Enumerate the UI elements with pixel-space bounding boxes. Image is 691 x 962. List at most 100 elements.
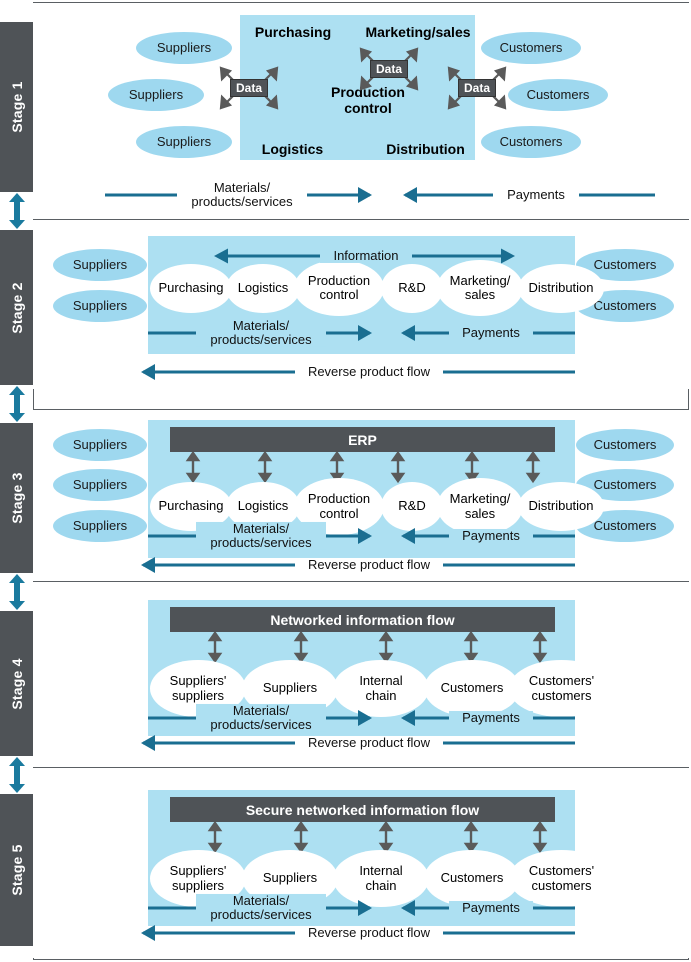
rail-label-stage-2: Stage 2 (8, 281, 25, 334)
stage-2-materials-label: Materials/ products/services (196, 317, 326, 348)
ellipse-label: R&D (398, 498, 426, 514)
stage-4-chain-node-4: Customers (424, 660, 520, 717)
stage-1-supplier-ellipse-3: Suppliers (136, 126, 232, 158)
data-chip-label: Data (458, 79, 496, 97)
stage-2-information-flow: Information (214, 242, 515, 270)
label-line-1: Production (331, 84, 405, 100)
label-line-1: Materials/ (213, 179, 271, 195)
ellipse-label: Customers'customers (528, 863, 595, 893)
rail-label-stage-3: Stage 3 (8, 472, 25, 524)
rail-stage-3: Stage 3 (0, 423, 33, 573)
ellipse-label: Suppliers (72, 517, 128, 533)
stage-5-payments-label: Payments (449, 900, 533, 916)
stage-3-chain-node-5: Marketing/sales (437, 478, 523, 535)
ellipse-label: Distribution (528, 280, 594, 296)
stage-3-vertical-connectors (185, 450, 541, 484)
ellipse-label: Suppliers (72, 476, 128, 492)
arrowhead-left-icon (141, 557, 155, 573)
ellipse-label: Customers (593, 517, 657, 533)
arrowhead-left-icon (401, 325, 415, 341)
ellipse-label: Customers (440, 680, 504, 696)
stage-3-materials-flow: Materials/ products/services (148, 521, 372, 551)
stage-2-payments-flow: Payments (401, 319, 575, 347)
stage-1-supplier-ellipse-1: Suppliers (136, 32, 232, 64)
ellipse-label: Suppliers'suppliers (169, 863, 227, 893)
stage-4-panel: Networked information flow Suppliers'sup… (33, 581, 689, 767)
arrowhead-left-icon (403, 187, 417, 203)
stage-2-reverse-flow: Reverse product flow (141, 358, 575, 386)
label-line-2: products/services (210, 907, 312, 922)
stage-connector-3-4 (0, 573, 33, 611)
stage-3-payments-label: Payments (449, 528, 533, 544)
stage-3-chain-node-6: Distribution (518, 482, 604, 531)
stage-5-materials-flow: Materials/ products/services (148, 892, 372, 923)
arrowhead-left-icon (141, 364, 155, 380)
stage-3-materials-label: Materials/ products/services (196, 521, 326, 551)
double-arrow-vertical-icon (8, 574, 25, 610)
ellipse-label: Purchasing (158, 498, 224, 514)
ellipse-label: Suppliers (262, 870, 318, 886)
ellipse-label: Customers (593, 256, 657, 272)
stage-4-chain-node-1: Suppliers'suppliers (150, 660, 246, 717)
stage-2-reverse-label: Reverse product flow (295, 364, 443, 380)
stage-1-label-production-control: Production control (313, 84, 423, 116)
stage-2-supplier-ellipse-1: Suppliers (53, 249, 147, 281)
arrowhead-right-icon (358, 325, 372, 341)
stage-1-label-logistics: Logistics (261, 141, 324, 157)
stage-1-customer-ellipse-1: Customers (481, 32, 581, 64)
ellipse-label: Suppliers (72, 436, 128, 452)
stage-4-header-bar: Networked information flow (170, 607, 555, 632)
stage-1-panel: Suppliers Suppliers Suppliers Customers … (33, 3, 689, 219)
ellipse-label: Suppliers (128, 86, 184, 102)
ellipse-label: Customers'customers (528, 673, 595, 703)
stage-1-payments-flow: Payments (403, 181, 655, 209)
label-line-2: products/services (210, 717, 312, 732)
arrowhead-left-icon (401, 710, 415, 726)
stage-1-data-badge-right: Data (446, 66, 508, 110)
stage-4-chain-node-5: Customers'customers (509, 660, 614, 717)
label-line-2: products/services (191, 194, 293, 209)
stage-3-reverse-flow: Reverse product flow (141, 551, 575, 579)
stage-1-customer-ellipse-3: Customers (481, 126, 581, 158)
stage-5-chain-node-5: Customers'customers (509, 850, 614, 907)
ellipse-label: Customers (499, 133, 563, 149)
stage-3-supplier-ellipse-2: Suppliers (53, 469, 147, 501)
arrowhead-left-icon (401, 900, 415, 916)
stage-5-materials-label: Materials/ products/services (196, 892, 326, 923)
ellipse-label: Logistics (237, 280, 289, 296)
four-way-arrow-icon (219, 66, 279, 110)
arrowhead-right-icon (358, 710, 372, 726)
rail-stage-2: Stage 2 (0, 230, 33, 385)
ellipse-label: Suppliers (156, 133, 212, 149)
label-line-1: Materials/ (232, 892, 290, 908)
stage-2-payments-label: Payments (449, 325, 533, 341)
stage-connector-2-3 (0, 385, 33, 423)
stage-2-customer-ellipse-1: Customers (576, 249, 674, 281)
rail-label-stage-1: Stage 1 (8, 81, 25, 133)
stage-2-chain-node-6: Distribution (518, 264, 604, 313)
stage-3-supplier-ellipse-3: Suppliers (53, 510, 147, 542)
arrowhead-right-icon (358, 187, 372, 203)
double-arrow-vertical-icon (8, 386, 25, 422)
label-line-2: products/services (210, 535, 312, 550)
stage-connector-4-5 (0, 756, 33, 794)
arrowhead-left-icon (141, 925, 155, 941)
double-arrow-vertical-icon (8, 757, 25, 793)
arrowhead-right-icon (501, 248, 515, 264)
data-chip-label: Data (370, 60, 408, 78)
stage-5-vertical-connectors (207, 820, 548, 854)
stage-2-information-label: Information (320, 248, 412, 264)
stage-5-chain-node-1: Suppliers'suppliers (150, 850, 246, 907)
stage-3-header-bar: ERP (170, 427, 555, 452)
stage-3-customer-ellipse-1: Customers (576, 429, 674, 461)
label-line-1: Materials/ (232, 317, 290, 333)
stage-5-chain-node-4: Customers (424, 850, 520, 907)
